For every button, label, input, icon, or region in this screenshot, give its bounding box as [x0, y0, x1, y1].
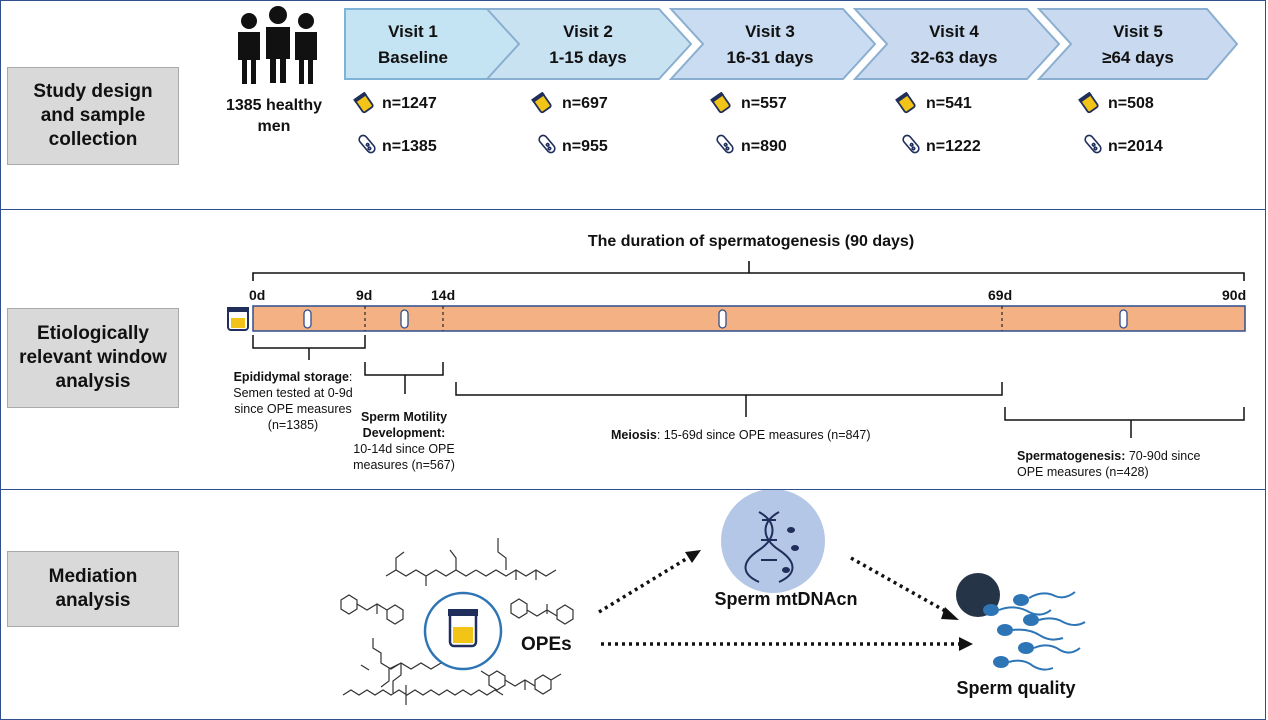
tick-0d: 0d — [249, 287, 266, 303]
tube-icon-2 — [400, 309, 409, 329]
sperm-small-icons — [782, 527, 799, 573]
sperm-quality-label: Sperm quality — [956, 678, 1076, 698]
visit-1-urine-count: n=1247 — [382, 95, 437, 112]
visit-5-text: Visit 5≥64 days — [1102, 22, 1174, 67]
tube-icon-4 — [1119, 309, 1128, 329]
arrow-mtdna-quality — [850, 556, 948, 614]
visit-2-chevron — [484, 8, 693, 80]
urine-cup-icon — [531, 92, 552, 114]
urine-cup-large-icon — [448, 609, 478, 648]
window-analysis-panel: Etiologically relevant window analysis T… — [0, 209, 1266, 490]
tube-icon-3 — [718, 309, 727, 329]
visit-2-urine-count: n=697 — [562, 95, 608, 112]
study-design-label: Study design and sample collection — [7, 67, 179, 165]
tube-icon-1 — [303, 309, 312, 329]
semen-tube-icon — [902, 134, 920, 154]
visit-4-chevron — [852, 8, 1061, 80]
urine-cup-start-icon — [227, 307, 249, 331]
tick-14d: 14d — [431, 287, 456, 303]
tick-69d: 69d — [988, 287, 1013, 303]
epididymal-storage-text: Epididymal storage: Semen tested at 0-9d… — [233, 370, 353, 432]
spermatogenesis-brace — [1004, 407, 1245, 438]
urine-cup-icon — [710, 92, 731, 114]
mtdna-circle — [721, 490, 825, 593]
semen-tube-icon — [358, 134, 376, 154]
arrow-ope-mtdna — [598, 554, 692, 614]
dna-icon — [744, 511, 794, 583]
urine-cup-icon — [353, 92, 374, 114]
visit-4-urine-count: n=541 — [926, 95, 972, 112]
timeline-bar — [252, 305, 1246, 332]
visit-chevrons — [344, 8, 1239, 80]
sperm-icons — [983, 591, 1086, 671]
duration-brace — [252, 261, 1245, 281]
opes-label: OPEs — [521, 634, 572, 655]
urine-cup-icon — [1078, 92, 1099, 114]
visit-1-semen-count: n=1385 — [382, 138, 437, 155]
semen-tube-icon — [538, 134, 556, 154]
participants-label: 1385 healthy men — [225, 97, 323, 135]
visit-3-urine-count: n=557 — [741, 95, 787, 112]
tick-90d: 90d — [1222, 287, 1247, 303]
mediation-graphic — [340, 490, 1086, 705]
visit-5-urine-count: n=508 — [1108, 95, 1154, 112]
semen-tube-icon — [1084, 134, 1102, 154]
motility-brace — [364, 362, 444, 394]
timeline-graphic — [227, 261, 1246, 438]
spermatogenesis-text: Spermatogenesis: 70-90d since OPE measur… — [1017, 449, 1201, 479]
visit-3-chevron — [668, 8, 877, 80]
semen-tube-icon — [716, 134, 734, 154]
visit-2-semen-count: n=955 — [562, 138, 608, 155]
study-design-panel: Study design and sample collection 1385 … — [0, 0, 1266, 210]
mtdnacn-label: Sperm mtDNAcn — [714, 589, 858, 609]
visit-5-semen-count: n=2014 — [1108, 138, 1163, 155]
epididymal-brace — [252, 335, 366, 360]
ope-structures-icon — [340, 538, 574, 705]
mediation-panel: Mediation analysis — [0, 489, 1266, 720]
window-analysis-label: Etiologically relevant window analysis — [7, 308, 179, 408]
visit-5-chevron — [1036, 8, 1239, 80]
spermatogenesis-duration-title: The duration of spermatogenesis (90 days… — [587, 233, 915, 250]
visit-3-semen-count: n=890 — [741, 138, 787, 155]
urine-cup-icon — [895, 92, 916, 114]
people-icon — [238, 6, 317, 84]
meiosis-text: Meiosis: 15-69d since OPE measures (n=84… — [611, 428, 871, 442]
motility-text: Sperm Motility Development: 10-14d since… — [353, 410, 455, 472]
tick-9d: 9d — [356, 287, 373, 303]
visit-4-semen-count: n=1222 — [926, 138, 981, 155]
meiosis-brace — [455, 382, 1003, 417]
mediation-label: Mediation analysis — [7, 551, 179, 627]
